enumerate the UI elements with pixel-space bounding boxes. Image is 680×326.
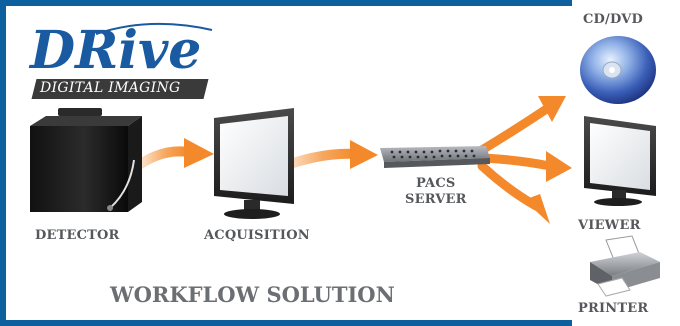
arrow-icon <box>127 138 214 175</box>
server-icon <box>380 146 490 168</box>
logo-swoosh <box>95 22 213 35</box>
page-title: WORKFLOW SOLUTION <box>110 282 395 307</box>
label-printer: PRINTER <box>578 301 649 316</box>
arrow-icon <box>477 96 566 155</box>
arrow-icon <box>477 161 550 224</box>
printer-icon <box>590 235 660 297</box>
label-acquisition: ACQUISITION <box>204 228 310 243</box>
monitor-icon <box>214 108 294 219</box>
label-pacs: PACS <box>416 176 456 191</box>
monitor-icon <box>584 116 656 206</box>
label-detector: DETECTOR <box>35 228 120 243</box>
logo-subtitle: DIGITAL IMAGING <box>40 80 181 96</box>
logo-text: DRive <box>30 20 202 81</box>
label-cd-dvd: CD/DVD <box>583 12 643 27</box>
detector-icon <box>30 108 142 212</box>
label-viewer: VIEWER <box>578 218 641 233</box>
disc-icon <box>580 36 656 104</box>
arrow-icon <box>479 151 572 182</box>
label-server: SERVER <box>405 192 467 207</box>
